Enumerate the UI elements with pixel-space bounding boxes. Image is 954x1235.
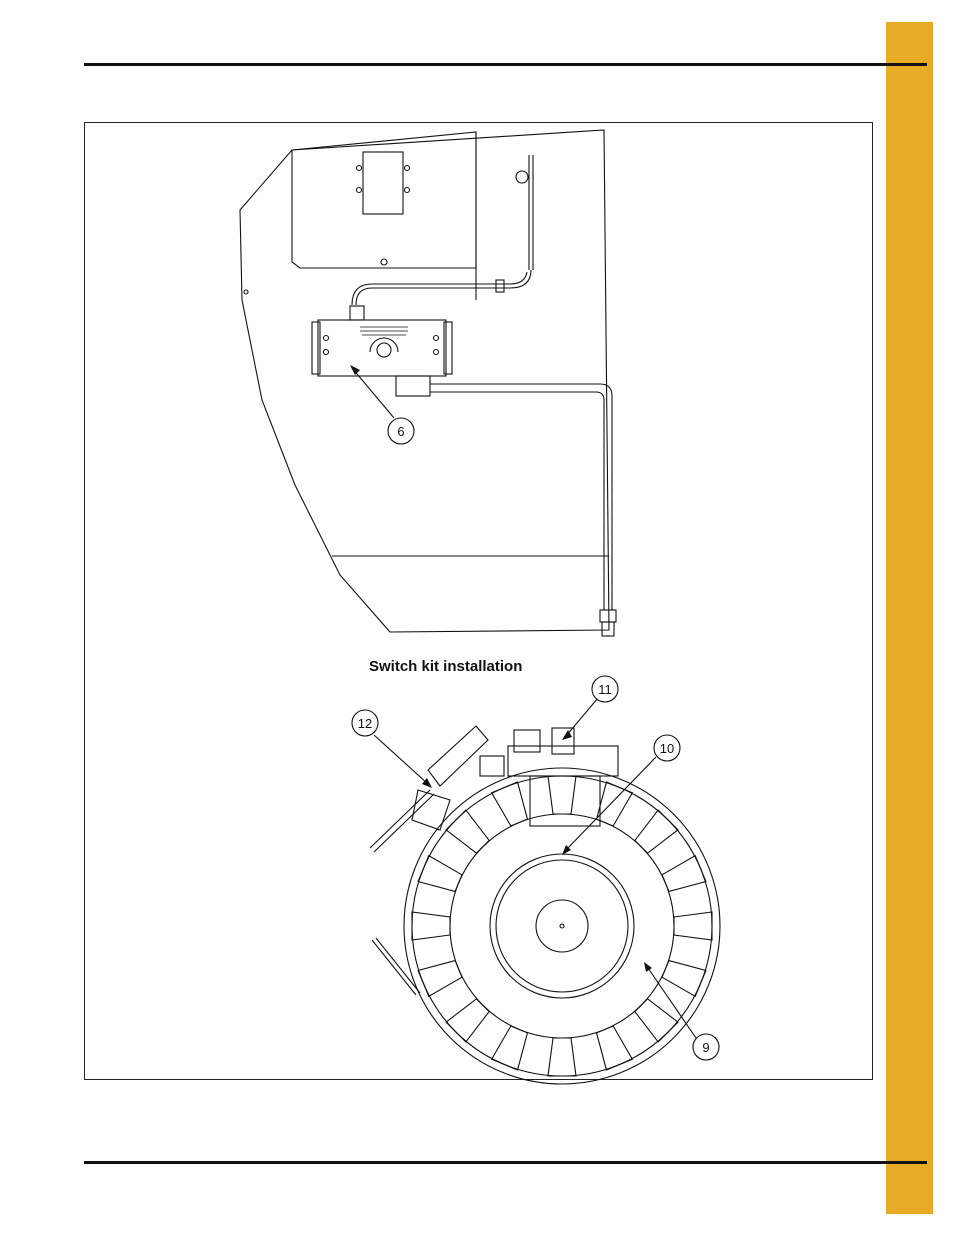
- callout-10: 10: [654, 735, 680, 761]
- burner-blade: [446, 810, 493, 857]
- burner-blade: [412, 912, 450, 940]
- burner-blade: [631, 810, 678, 857]
- burner-blade: [592, 1024, 632, 1070]
- callout-11: 11: [592, 676, 618, 702]
- callout-9: 9: [693, 1034, 719, 1060]
- callout-6-arrow: [350, 365, 360, 375]
- svg-text:11: 11: [598, 682, 612, 697]
- figure-caption: Switch kit installation: [369, 658, 522, 675]
- svg-text:6: 6: [397, 424, 404, 439]
- burner-blade: [548, 776, 576, 814]
- burner-blade: [418, 956, 464, 996]
- burner-blade: [548, 1038, 576, 1076]
- burner-blade: [674, 912, 712, 940]
- burner-blade: [492, 782, 532, 828]
- burner-blade: [592, 782, 632, 828]
- burner-blade: [492, 1024, 532, 1070]
- burner-blade: [660, 856, 706, 896]
- svg-text:10: 10: [660, 741, 674, 756]
- svg-text:12: 12: [358, 716, 372, 731]
- burner-blade: [446, 995, 493, 1042]
- callout-9-arrow: [644, 962, 652, 972]
- callout-12: 12: [352, 710, 378, 736]
- burner-blade: [660, 956, 706, 996]
- callout-6: 6: [388, 418, 414, 444]
- svg-text:9: 9: [702, 1040, 709, 1055]
- heater-panel-drawing: [240, 130, 616, 636]
- burner-blade: [418, 856, 464, 896]
